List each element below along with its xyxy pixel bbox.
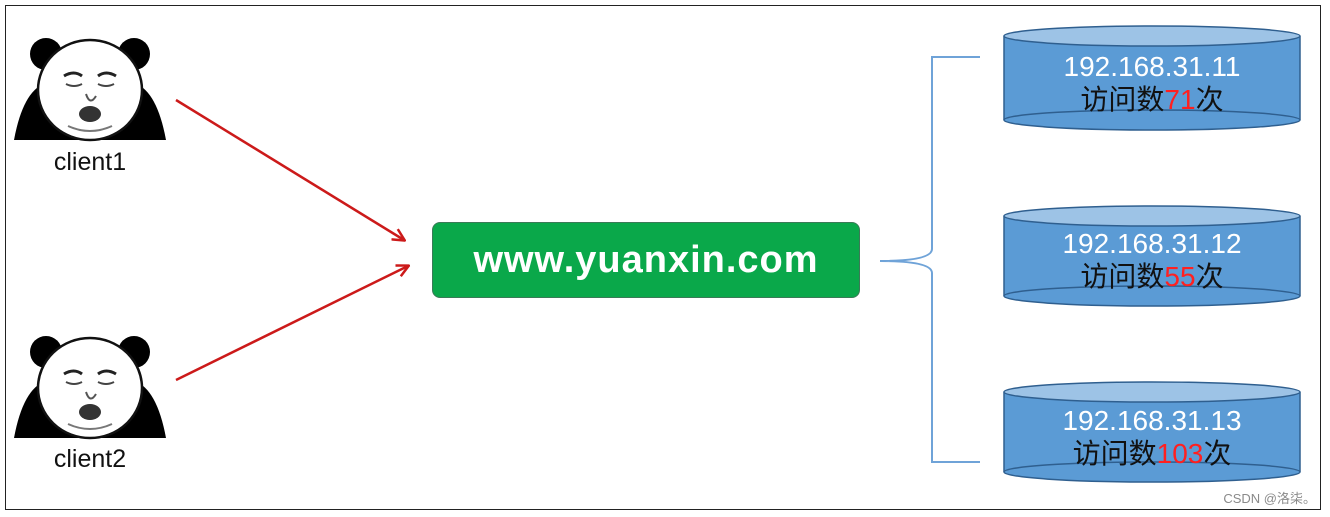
backend-2-count: 55 — [1164, 261, 1196, 292]
backend-1-text: 192.168.31.11 访问数71次 — [1004, 50, 1300, 116]
backend-1-count-line: 访问数71次 — [1004, 83, 1300, 116]
backend-1-suffix: 次 — [1195, 84, 1224, 115]
panda-avatar-client1 — [14, 38, 166, 142]
backend-3-prefix: 访问数 — [1072, 438, 1157, 469]
client2-label: client2 — [53, 445, 127, 473]
backend-1-prefix: 访问数 — [1080, 84, 1165, 115]
backend-1-count: 71 — [1164, 84, 1196, 115]
database-cylinder-1 — [1003, 25, 1301, 131]
brace-connector — [879, 56, 980, 463]
panda-avatar-client2 — [14, 336, 166, 440]
arrow-client2-to-server — [175, 266, 408, 382]
server-domain-text: www.yuanxin.com — [473, 238, 819, 281]
server-domain-box: www.yuanxin.com — [432, 222, 860, 298]
database-cylinder-3 — [1003, 381, 1301, 483]
backend-3-text: 192.168.31.13 访问数103次 — [1004, 404, 1300, 470]
database-cylinder-2 — [1003, 205, 1301, 307]
watermark: CSDN @洛柒。 — [1223, 491, 1316, 506]
backend-3-suffix: 次 — [1203, 438, 1232, 469]
backend-2-text: 192.168.31.12 访问数55次 — [1004, 227, 1300, 293]
backend-3-ip: 192.168.31.13 — [1062, 405, 1242, 436]
backend-2-suffix: 次 — [1195, 261, 1224, 292]
backend-2-prefix: 访问数 — [1080, 261, 1165, 292]
backend-3-count-line: 访问数103次 — [1004, 437, 1300, 470]
client1-label: client1 — [53, 148, 127, 176]
arrow-client1-to-server — [175, 98, 404, 240]
backend-2-count-line: 访问数55次 — [1004, 260, 1300, 293]
diagram-frame — [5, 5, 1321, 510]
backend-3-count: 103 — [1156, 438, 1204, 469]
backend-1-ip: 192.168.31.11 — [1063, 51, 1241, 82]
backend-2-ip: 192.168.31.12 — [1062, 228, 1242, 259]
